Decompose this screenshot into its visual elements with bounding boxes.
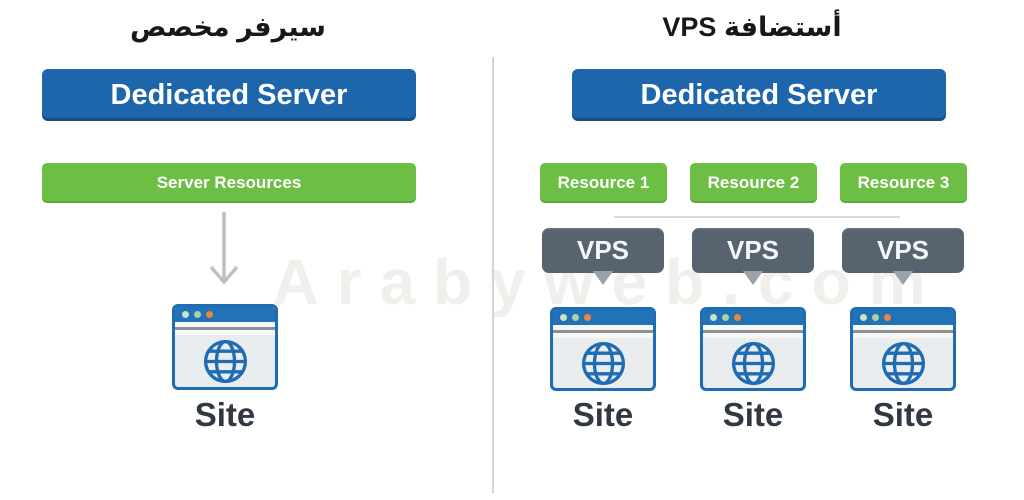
vps-site-label-2: Site bbox=[722, 396, 784, 433]
window-dot-icon bbox=[884, 314, 891, 321]
window-dot-icon bbox=[734, 314, 741, 321]
window-dot-icon bbox=[710, 314, 717, 321]
browser-titlebar bbox=[175, 307, 275, 322]
browser-addressbar bbox=[553, 325, 653, 338]
down-arrow-icon bbox=[209, 212, 239, 285]
vps-box-1: VPS bbox=[542, 228, 664, 273]
browser-addressbar bbox=[175, 322, 275, 335]
browser-titlebar bbox=[553, 310, 653, 325]
globe-icon bbox=[203, 339, 247, 383]
window-dot-icon bbox=[860, 314, 867, 321]
left-site-label: Site bbox=[194, 396, 256, 433]
browser-titlebar bbox=[853, 310, 953, 325]
browser-titlebar bbox=[703, 310, 803, 325]
vps-pointer-icon bbox=[893, 271, 913, 285]
browser-body bbox=[553, 338, 653, 388]
browser-addressbar bbox=[853, 325, 953, 338]
browser-body bbox=[175, 335, 275, 387]
window-dot-icon bbox=[560, 314, 567, 321]
window-dot-icon bbox=[722, 314, 729, 321]
vps-site-label-1: Site bbox=[572, 396, 634, 433]
window-dot-icon bbox=[206, 311, 213, 318]
browser-body bbox=[853, 338, 953, 388]
resource-box-2: Resource 2 bbox=[690, 163, 817, 203]
vps-site-browser-icon-3 bbox=[850, 307, 956, 391]
vps-box-2: VPS bbox=[692, 228, 814, 273]
globe-icon bbox=[731, 341, 775, 385]
vps-pointer-icon bbox=[743, 271, 763, 285]
window-dot-icon bbox=[584, 314, 591, 321]
window-dot-icon bbox=[194, 311, 201, 318]
browser-body bbox=[703, 338, 803, 388]
vps-site-label-3: Site bbox=[872, 396, 934, 433]
left-panel-title: سيرفر مخصص bbox=[130, 12, 326, 42]
left-dedicated-server-box: Dedicated Server bbox=[42, 69, 416, 121]
vps-site-browser-icon-2 bbox=[700, 307, 806, 391]
window-dot-icon bbox=[872, 314, 879, 321]
vertical-divider bbox=[492, 57, 494, 493]
right-dedicated-server-box: Dedicated Server bbox=[572, 69, 946, 121]
window-dot-icon bbox=[182, 311, 189, 318]
vps-site-browser-icon-1 bbox=[550, 307, 656, 391]
vps-pointer-icon bbox=[593, 271, 613, 285]
resource-box-3: Resource 3 bbox=[840, 163, 967, 203]
window-dot-icon bbox=[572, 314, 579, 321]
resources-split-line bbox=[614, 216, 900, 218]
left-site-browser-icon bbox=[172, 304, 278, 390]
left-server-resources-box: Server Resources bbox=[42, 163, 416, 203]
browser-addressbar bbox=[703, 325, 803, 338]
globe-icon bbox=[881, 341, 925, 385]
resource-box-1: Resource 1 bbox=[540, 163, 667, 203]
vps-box-3: VPS bbox=[842, 228, 964, 273]
right-panel-title: أستضافة VPS bbox=[662, 12, 842, 42]
globe-icon bbox=[581, 341, 625, 385]
